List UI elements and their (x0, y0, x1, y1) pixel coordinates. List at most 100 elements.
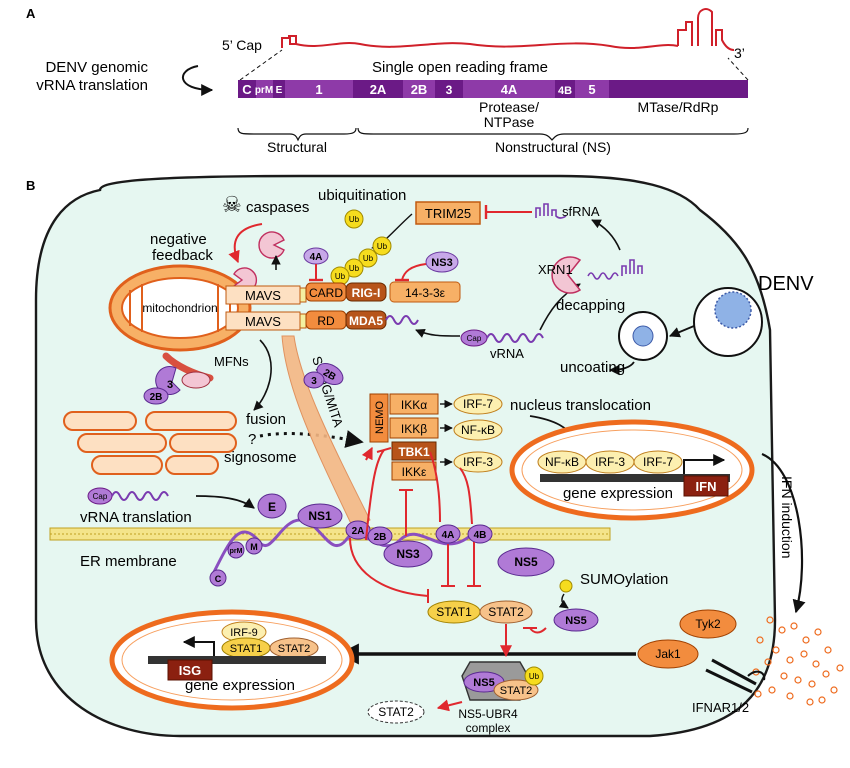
mavs-bottom-label: MAVS (245, 314, 281, 329)
ns3-mfn-label: 3 (167, 379, 173, 391)
vrna-label: vRNA (490, 346, 524, 361)
skull-icon: ☠ (222, 192, 242, 217)
ifn-induction-label: IFN induction (779, 476, 795, 558)
isg-dna (148, 656, 326, 664)
protein-c (209, 569, 227, 587)
gene-4a (555, 80, 575, 98)
ns5-function: MTase/RdRp (638, 99, 719, 115)
stat2-cytoplasm (479, 600, 533, 624)
structural-label: Structural (267, 139, 327, 155)
ns3-function-line1: Protease/ (479, 99, 539, 115)
ns4a-small-label: 4A (310, 252, 323, 263)
ikkb-box (389, 417, 439, 439)
isg-transcription-arrow (182, 636, 215, 656)
xrn1-stemloops (621, 259, 643, 276)
gene-label-c: C (242, 82, 252, 97)
isg-gene-expression-label: gene expression (185, 677, 295, 694)
ns2b-mfn (143, 387, 169, 405)
endosome (618, 311, 668, 361)
rna-line (295, 42, 679, 49)
translation-arrow (195, 495, 255, 509)
translation-arrow (181, 65, 214, 96)
rig-i-label: RIG-I (352, 286, 381, 300)
nfkb-nuclear-label: NF-κB (545, 455, 579, 469)
ub-1 (344, 209, 364, 229)
sfrna-structure (535, 203, 567, 219)
ifn-gene-label: IFN (696, 479, 717, 494)
gene-label-4a: 4B (558, 85, 572, 97)
sumoylation-arrow (558, 593, 569, 609)
ns3-sting (303, 371, 325, 389)
gene-m (273, 80, 285, 98)
gene-label-3: 4A (501, 82, 518, 97)
vrna-cytoplasm: Cap vRNA (460, 329, 544, 361)
irf3-bubble (453, 451, 503, 473)
mitochondrion-label: mitochondrion (142, 301, 217, 315)
protein-ns5-label: NS5 (514, 555, 538, 569)
er-membrane (49, 527, 611, 541)
ub-4-label: Ub (349, 264, 360, 273)
vrna-to-sensors-arrow (415, 328, 461, 338)
complex-stat2-label: STAT2 (500, 685, 533, 697)
rig-i-box (345, 282, 387, 302)
polyprotein: C prM M E NS1 2A 2B NS3 4A 4B NS5 (209, 493, 555, 587)
negative-feedback-arrow (228, 223, 263, 264)
protein-ns3-label: NS3 (396, 547, 420, 561)
signosome-label: signosome (224, 449, 297, 466)
isg-nucleus: IRF-9 STAT1 STAT2 ISG gene expression (109, 609, 355, 711)
mda5-label: MDA5 (349, 314, 383, 328)
ns3-function-line2: NTPase (484, 114, 535, 130)
uncoating-arrow (608, 361, 635, 376)
xrn1-pacman (551, 256, 582, 294)
ns2b-inhibits-nemo (365, 449, 385, 541)
ifn-nucleus: NF-κB IRF-3 IRF-7 IFN gene expression (509, 419, 755, 521)
ifn-gene-expression-label: gene expression (563, 485, 673, 502)
fusion-label: fusion (246, 411, 286, 428)
gene-c (238, 80, 256, 98)
xrn1-label: XRN1 (538, 262, 573, 277)
protein-prm-label: prM (230, 548, 243, 555)
ns3-small-label: NS3 (431, 257, 452, 269)
mito-cristae (129, 284, 231, 332)
protein-ns1-label: NS1 (308, 509, 332, 523)
jak1-oval (637, 639, 699, 669)
nucleus-translocation-label: nucleus translocation (510, 397, 651, 414)
uncoating-label: uncoating (560, 359, 625, 376)
ikka-box (389, 393, 439, 415)
mito-tube-1 (63, 411, 137, 431)
ifn-induction-arrow (761, 452, 806, 614)
mavs-top-linker (299, 287, 307, 303)
ifnar-receptor: IFNAR1/2 Jak1 Tyk2 (637, 609, 766, 715)
panel-a: A DENV genomic vRNA translation 5’ Cap 3… (26, 6, 749, 155)
ifnar-label: IFNAR1/2 (692, 700, 749, 715)
mito-tube-3 (77, 433, 167, 453)
nfkb-bubble (453, 419, 503, 441)
mavs-fusion-arrow (253, 339, 272, 411)
protein-c-label: C (215, 574, 222, 584)
protein-e (257, 493, 287, 519)
protein-ns3 (383, 540, 433, 568)
stat2-nuclear-label: STAT2 (278, 643, 311, 655)
ns4b-inhibits-irf3 (459, 467, 473, 525)
protein-ns5 (497, 547, 555, 577)
nonstructural-brace (357, 127, 749, 141)
protein-m-label: M (250, 542, 258, 552)
sumo-ns5 (553, 608, 599, 632)
rlr-signaling-complex: MAVS CARD RIG-I 14-3-3ε MAVS RD MDA5 (225, 267, 461, 331)
negative-feedback-line2: feedback (152, 247, 213, 264)
ikka-label: IKKα (401, 398, 427, 412)
gene-prm (256, 80, 273, 98)
sfrna-arrow (591, 219, 621, 251)
vrna-strand (486, 333, 544, 343)
mito-tube-4 (169, 433, 237, 453)
protein-4a-label: 4A (442, 530, 455, 541)
tbk1-label: TBK1 (398, 445, 430, 459)
complex-ns5-label: NS5 (473, 677, 494, 689)
ub-5-label: Ub (335, 272, 346, 281)
stat1-nuclear-label: STAT1 (230, 643, 263, 655)
denv-label: DENV (758, 273, 814, 295)
ns3-cleaving-mfn (155, 366, 181, 395)
mito-tube-6 (165, 455, 219, 475)
stat1-cytoplasm-label: STAT1 (436, 605, 472, 619)
